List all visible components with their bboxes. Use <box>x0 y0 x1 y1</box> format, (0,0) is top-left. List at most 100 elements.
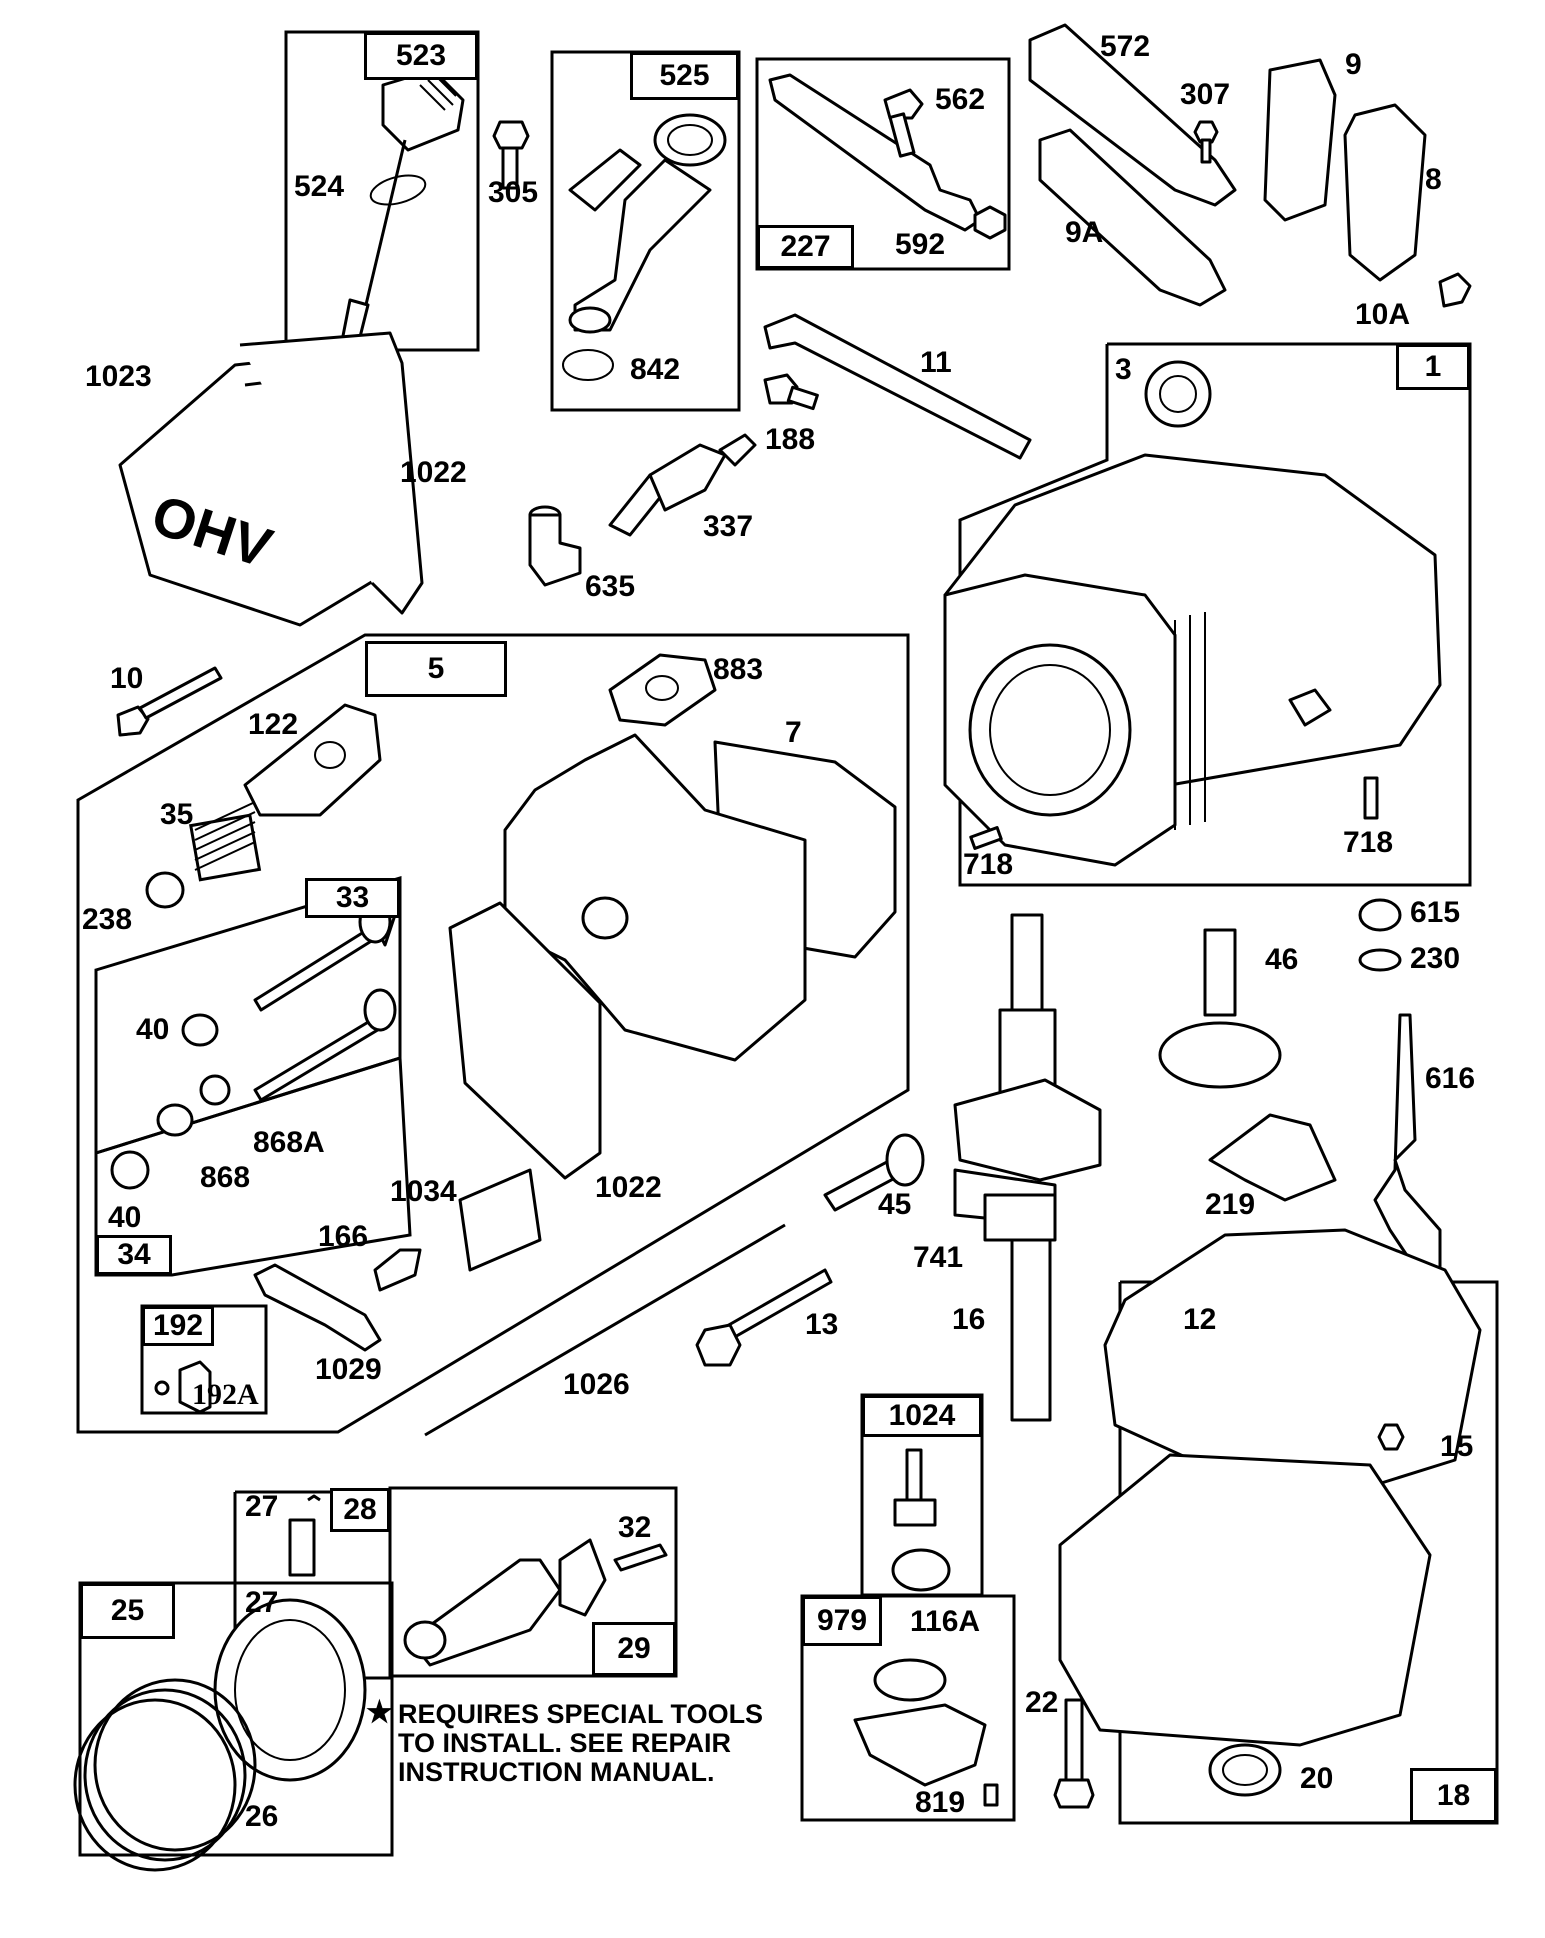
note-line-3: INSTRUCTION MANUAL. <box>398 1757 715 1787</box>
label-9A: 9A <box>1065 216 1104 249</box>
label-562: 562 <box>935 83 986 116</box>
label-10A: 10A <box>1355 298 1411 331</box>
header-192: 192 <box>142 1306 214 1346</box>
label-188: 188 <box>765 423 816 456</box>
pump-cover <box>853 1658 999 1807</box>
label-868: 868 <box>200 1161 251 1194</box>
valve-cover: OHV <box>118 331 424 627</box>
bolt-188 <box>763 373 819 411</box>
star-icon: ★ <box>366 1696 393 1729</box>
spark-plug <box>608 433 757 537</box>
label-819: 819 <box>915 1786 966 1819</box>
label-219: 219 <box>1205 1188 1256 1221</box>
header-25: 25 <box>80 1583 175 1639</box>
intake-gaskets <box>1028 23 1237 307</box>
header-1: 1 <box>1396 344 1470 390</box>
bolt-10 <box>116 666 223 737</box>
label-842: 842 <box>630 353 681 386</box>
label-337: 337 <box>703 510 754 543</box>
label-592: 592 <box>895 228 946 261</box>
sump <box>1058 1423 1432 1797</box>
crankshaft <box>953 913 1102 1422</box>
valve-spring <box>189 801 262 882</box>
header-1024: 1024 <box>862 1395 982 1437</box>
label-1022-a: 1022 <box>400 456 467 489</box>
rocker-shaft-support <box>243 703 382 817</box>
box-5 <box>76 633 910 1434</box>
valves <box>110 900 397 1190</box>
header-979: 979 <box>802 1596 882 1646</box>
header-227: 227 <box>757 225 854 269</box>
header-5: 5 <box>365 641 507 697</box>
label-40-b: 40 <box>108 1201 142 1234</box>
label-22: 22 <box>1025 1686 1059 1719</box>
label-615: 615 <box>1410 896 1461 929</box>
label-20: 20 <box>1300 1762 1334 1795</box>
header-33: 33 <box>305 878 400 918</box>
breather-tube <box>763 313 1032 460</box>
label-46: 46 <box>1265 943 1299 976</box>
label-238: 238 <box>82 903 133 936</box>
label-10: 10 <box>110 662 144 695</box>
header-29: 29 <box>592 1622 676 1676</box>
label-524: 524 <box>294 170 345 203</box>
cylinder-block <box>943 360 1442 867</box>
label-27-a: 27 <box>245 1490 279 1523</box>
note-line-1: REQUIRES SPECIAL TOOLS <box>398 1699 764 1729</box>
label-116A: 116A <box>910 1605 981 1638</box>
label-1029: 1029 <box>315 1353 382 1386</box>
label-741: 741 <box>913 1241 964 1274</box>
label-718-a: 718 <box>963 848 1014 881</box>
label-7: 7 <box>785 716 802 749</box>
label-12: 12 <box>1183 1303 1217 1336</box>
piston-rings <box>73 1598 367 1872</box>
label-635: 635 <box>585 570 636 603</box>
label-230: 230 <box>1410 942 1461 975</box>
header-523: 523 <box>364 32 478 80</box>
sump-gasket <box>1103 1228 1482 1487</box>
label-1034: 1034 <box>390 1175 457 1208</box>
governor-control-bracket <box>768 73 1007 240</box>
oil-fill-tube <box>562 113 727 381</box>
breather-assembly <box>1263 58 1472 308</box>
elbow-fitting <box>528 505 582 587</box>
box-25 <box>78 1581 394 1857</box>
oil-pump <box>891 1448 951 1592</box>
label-616: 616 <box>1425 1062 1476 1095</box>
label-27-b: 27 <box>245 1586 279 1619</box>
label-35: 35 <box>160 798 194 831</box>
bolt-305 <box>492 120 530 190</box>
label-166: 166 <box>318 1220 369 1253</box>
label-9: 9 <box>1345 48 1362 81</box>
cam-governor <box>1158 898 1442 1277</box>
intake-gasket-883 <box>608 653 717 727</box>
box-1 <box>958 342 1472 887</box>
label-718-b: 718 <box>1343 826 1394 859</box>
note-line-2: TO INSTALL. SEE REPAIR <box>398 1728 732 1758</box>
box-227 <box>755 57 1011 271</box>
box-979 <box>800 1594 1016 1822</box>
label-883: 883 <box>713 653 764 686</box>
header-18: 18 <box>1410 1768 1497 1823</box>
connecting-rod <box>288 1494 668 1667</box>
label-572: 572 <box>1100 30 1151 63</box>
label-868A: 868A <box>253 1126 325 1159</box>
label-122: 122 <box>248 708 299 741</box>
label-305: 305 <box>488 176 539 209</box>
special-tools-note: ★ REQUIRES SPECIAL TOOLS TO INSTALL. SEE… <box>366 1698 764 1787</box>
label-1023: 1023 <box>85 360 152 393</box>
bolt-22 <box>1053 1698 1095 1809</box>
label-15: 15 <box>1440 1430 1474 1463</box>
header-525: 525 <box>630 52 739 100</box>
label-32: 32 <box>618 1511 652 1544</box>
label-307: 307 <box>1180 78 1231 111</box>
part-238 <box>145 871 185 909</box>
label-45: 45 <box>878 1188 912 1221</box>
rocker-parts <box>154 1168 542 1414</box>
label-26: 26 <box>245 1800 279 1833</box>
label-11: 11 <box>920 346 952 379</box>
tappet-pushrod-bolt <box>424 1133 925 1437</box>
label-40-a: 40 <box>136 1013 170 1046</box>
